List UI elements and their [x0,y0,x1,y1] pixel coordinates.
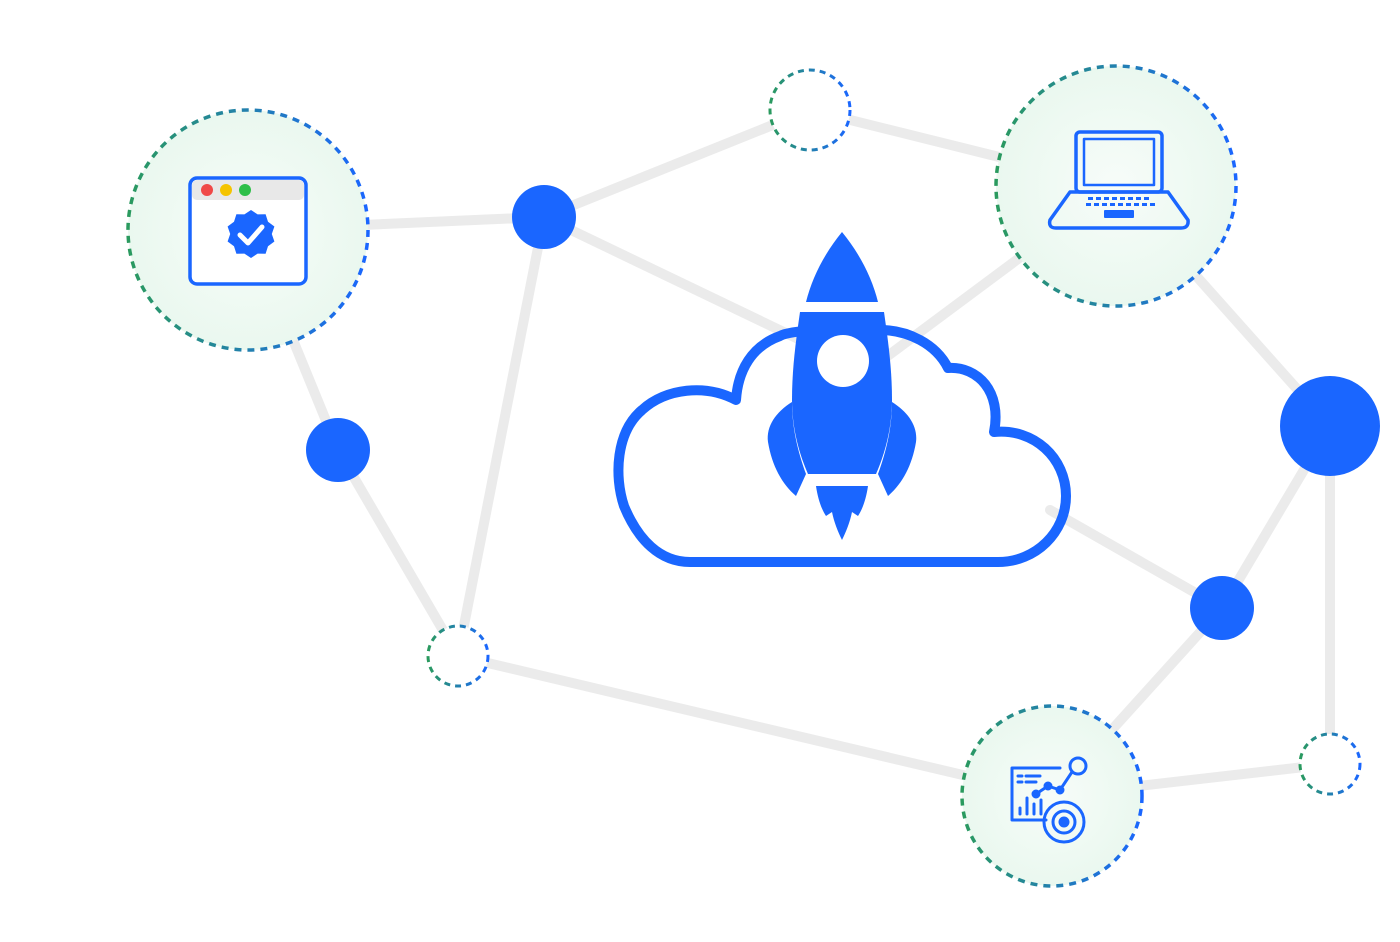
edge [1045,505,1227,613]
node-dashed [768,68,852,152]
edge [539,105,815,222]
rocket-in-cloud-icon [613,232,1071,567]
node-filled [512,185,576,249]
node-filled [1190,576,1254,640]
node-dashed [426,624,490,688]
rocket-window [817,335,869,387]
node-filled [1280,376,1380,476]
edge [333,445,463,661]
halo-analytics [960,704,1144,888]
node-filled [306,418,370,482]
browser-verified-badge-icon [188,176,308,286]
edge [453,651,1057,801]
node-dashed [1298,732,1362,796]
edge [453,212,549,661]
analytics-dashboard-icon [1010,756,1088,844]
laptop-icon [1047,130,1190,230]
